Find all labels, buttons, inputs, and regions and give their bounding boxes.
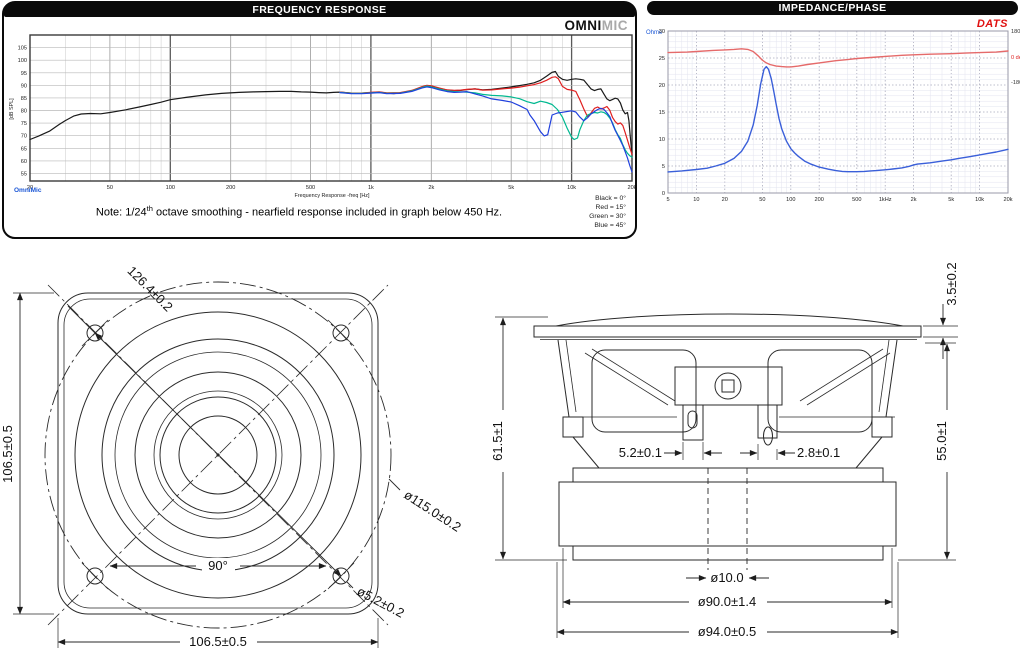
frequency-response-chart: [dB SPL] Frequency Response -freq [Hz] 2… bbox=[9, 34, 635, 199]
svg-text:95: 95 bbox=[21, 71, 27, 77]
svg-text:15: 15 bbox=[659, 110, 665, 116]
svg-text:2k: 2k bbox=[428, 185, 434, 191]
frequency-response-title: FREQUENCY RESPONSE bbox=[4, 3, 635, 17]
magnet-assembly bbox=[558, 467, 897, 561]
fr-y-axis-label: [dB SPL] bbox=[9, 98, 15, 120]
svg-text:80: 80 bbox=[21, 109, 27, 115]
svg-text:85: 85 bbox=[21, 96, 27, 102]
dim-vent-diameter: ø10.0 bbox=[710, 570, 743, 585]
svg-text:50: 50 bbox=[107, 185, 113, 191]
svg-text:500: 500 bbox=[852, 197, 861, 203]
svg-text:10: 10 bbox=[693, 197, 699, 203]
phase-axis-0deg: 0 deg bbox=[1011, 55, 1020, 61]
svg-text:200: 200 bbox=[815, 197, 824, 203]
svg-text:2k: 2k bbox=[911, 197, 917, 203]
svg-text:20: 20 bbox=[27, 185, 33, 191]
svg-text:60: 60 bbox=[21, 159, 27, 165]
svg-text:5k: 5k bbox=[948, 197, 954, 203]
omnimic-logo-light: MIC bbox=[601, 18, 628, 33]
svg-text:70: 70 bbox=[21, 134, 27, 140]
legend-item-red: Red = 15° bbox=[595, 204, 627, 211]
dim-depth: 55.0±1 bbox=[934, 421, 949, 461]
svg-text:500: 500 bbox=[306, 185, 315, 191]
svg-text:25: 25 bbox=[659, 56, 665, 62]
dim-flange-thickness: 3.5±0.2 bbox=[944, 262, 959, 305]
fr-x-axis-label: Frequency Response -freq [Hz] bbox=[295, 193, 370, 199]
side-view-drawing bbox=[495, 304, 958, 638]
svg-text:50: 50 bbox=[759, 197, 765, 203]
legend-item-blue: Blue = 45° bbox=[594, 222, 626, 229]
svg-text:100: 100 bbox=[166, 185, 175, 191]
dim-bolt-circle: ø115.0±0.2 bbox=[401, 487, 463, 535]
bolt-circle-line bbox=[44, 281, 392, 629]
dim-overall-height: 61.5±1 bbox=[490, 421, 505, 461]
impedance-title: IMPEDANCE/PHASE bbox=[647, 1, 1018, 15]
mounting-flange bbox=[533, 325, 922, 338]
dimension-drawings: 126.4±0.2 106.5±0.5 106.5±0.5 ø115.0±0.2… bbox=[0, 262, 959, 649]
dats-logo: DATS bbox=[977, 18, 1008, 30]
svg-text:20k: 20k bbox=[627, 185, 635, 191]
svg-text:20k: 20k bbox=[1003, 197, 1012, 203]
dim-magnet-diameter: ø90.0±1.4 bbox=[698, 594, 756, 609]
angle-legend: Black = 0° Red = 15° Green = 30° Blue = … bbox=[589, 194, 626, 230]
dim-angle: 90° bbox=[208, 558, 228, 573]
terminal-block bbox=[674, 366, 783, 446]
phase-axis-minus180: -180° bbox=[1011, 80, 1020, 86]
phase-axis-180: 180° bbox=[1011, 29, 1020, 35]
svg-text:75: 75 bbox=[21, 121, 27, 127]
svg-text:100: 100 bbox=[18, 58, 27, 64]
dim-terminal-width: 5.2±0.1 bbox=[619, 445, 662, 460]
dim-terminal-thickness: 2.8±0.1 bbox=[797, 445, 840, 460]
impedance-y-axis-label: Ohms bbox=[646, 30, 662, 36]
smoothing-note: Note: 1/24th octave smoothing - nearfiel… bbox=[95, 204, 503, 219]
svg-text:200: 200 bbox=[226, 185, 235, 191]
svg-text:65: 65 bbox=[21, 146, 27, 152]
svg-text:1k: 1k bbox=[368, 185, 374, 191]
svg-text:10: 10 bbox=[659, 137, 665, 143]
omnimic-watermark: OmniMic bbox=[14, 187, 42, 194]
legend-item-black: Black = 0° bbox=[595, 195, 626, 202]
dim-front-height: 106.5±0.5 bbox=[0, 425, 15, 483]
svg-text:10k: 10k bbox=[975, 197, 984, 203]
svg-text:5k: 5k bbox=[508, 185, 514, 191]
svg-text:105: 105 bbox=[18, 46, 27, 52]
svg-text:0: 0 bbox=[662, 191, 665, 197]
frequency-response-panel: FREQUENCY RESPONSE OMNIMIC [dB SPL] Freq… bbox=[2, 1, 637, 239]
svg-text:90: 90 bbox=[21, 83, 27, 89]
svg-text:20: 20 bbox=[722, 197, 728, 203]
dim-diagonal: 126.4±0.2 bbox=[124, 263, 175, 314]
dim-overall-diameter: ø94.0±0.5 bbox=[698, 624, 756, 639]
svg-text:1kHz: 1kHz bbox=[879, 197, 892, 203]
front-view-drawing bbox=[13, 281, 401, 648]
svg-text:20: 20 bbox=[659, 83, 665, 89]
svg-text:30: 30 bbox=[659, 29, 665, 35]
dim-front-width: 106.5±0.5 bbox=[189, 634, 247, 649]
omnimic-logo-bold: OMNI bbox=[564, 18, 602, 33]
legend-item-green: Green = 30° bbox=[589, 213, 626, 220]
svg-text:10k: 10k bbox=[567, 185, 576, 191]
svg-text:5: 5 bbox=[666, 197, 669, 203]
svg-text:100: 100 bbox=[786, 197, 795, 203]
omnimic-logo: OMNIMIC bbox=[565, 18, 629, 33]
svg-text:55: 55 bbox=[21, 171, 27, 177]
impedance-phase-chart: Ohms DATS 180° 0 deg -180° 5102050100200… bbox=[646, 18, 1020, 203]
svg-text:5: 5 bbox=[662, 164, 665, 170]
